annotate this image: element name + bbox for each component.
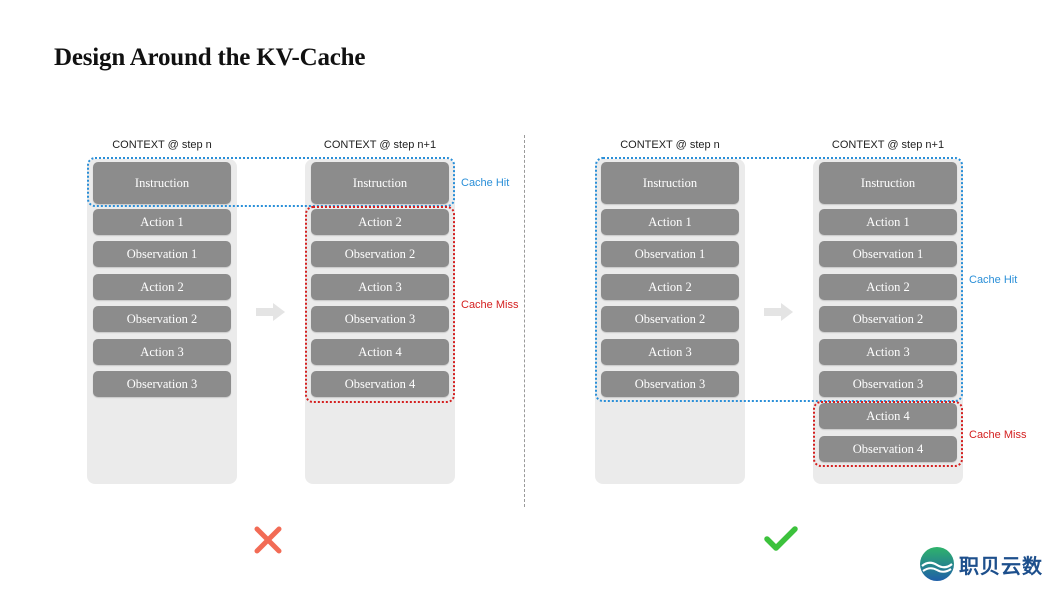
context-block: Observation 3 [601,371,739,397]
context-block: Observation 3 [311,306,449,332]
panel-divider [524,135,525,507]
context-block: Observation 2 [819,306,957,332]
brand-logo: 职贝云数 [919,546,1043,582]
column-label: CONTEXT @ step n+1 [831,139,945,151]
arrow-right-icon [256,303,285,321]
column-label: CONTEXT @ step n [620,139,720,151]
cache-hit-label: Cache Hit [969,274,1018,286]
context-block: Action 2 [819,274,957,300]
cross-icon [254,526,282,554]
instruction-block: Instruction [311,162,449,204]
context-block: Observation 1 [93,241,231,267]
context-block: Action 4 [311,339,449,365]
context-block: Observation 4 [311,371,449,397]
context-block: Observation 1 [819,241,957,267]
logo-text: 职贝云数 [959,553,1043,578]
context-block: Observation 3 [819,371,957,397]
context-block: Action 2 [601,274,739,300]
context-block: Action 3 [601,339,739,365]
context-column-step-n-plus-1: Instruction Action 2 Observation 2 Actio… [305,159,455,484]
context-block: Observation 2 [93,306,231,332]
wave-logo-icon [920,547,954,581]
context-block: Action 2 [93,274,231,300]
context-column-step-n: Instruction Action 1 Observation 1 Actio… [87,159,237,484]
cache-miss-label: Cache Miss [461,299,519,311]
context-block: Action 1 [93,209,231,235]
context-block: Action 1 [819,209,957,235]
cache-miss-label: Cache Miss [969,429,1027,441]
context-column-step-n: Instruction Action 1 Observation 1 Actio… [595,159,745,484]
context-block: Action 2 [311,209,449,235]
context-block: Action 3 [311,274,449,300]
context-block: Action 3 [819,339,957,365]
context-block: Observation 3 [93,371,231,397]
context-block: Action 4 [819,403,957,429]
context-block: Action 1 [601,209,739,235]
column-label: CONTEXT @ step n [112,139,212,151]
instruction-block: Instruction [601,162,739,204]
arrow-right-icon [764,303,793,321]
context-block: Action 3 [93,339,231,365]
context-block: Observation 2 [601,306,739,332]
context-block: Observation 2 [311,241,449,267]
check-icon [764,526,798,551]
instruction-block: Instruction [819,162,957,204]
context-column-step-n-plus-1: Instruction Action 1 Observation 1 Actio… [813,159,963,484]
context-block: Observation 4 [819,436,957,462]
context-block: Observation 1 [601,241,739,267]
column-label: CONTEXT @ step n+1 [323,139,437,151]
cache-hit-label: Cache Hit [461,177,510,189]
page-title: Design Around the KV-Cache [54,44,366,71]
instruction-block: Instruction [93,162,231,204]
